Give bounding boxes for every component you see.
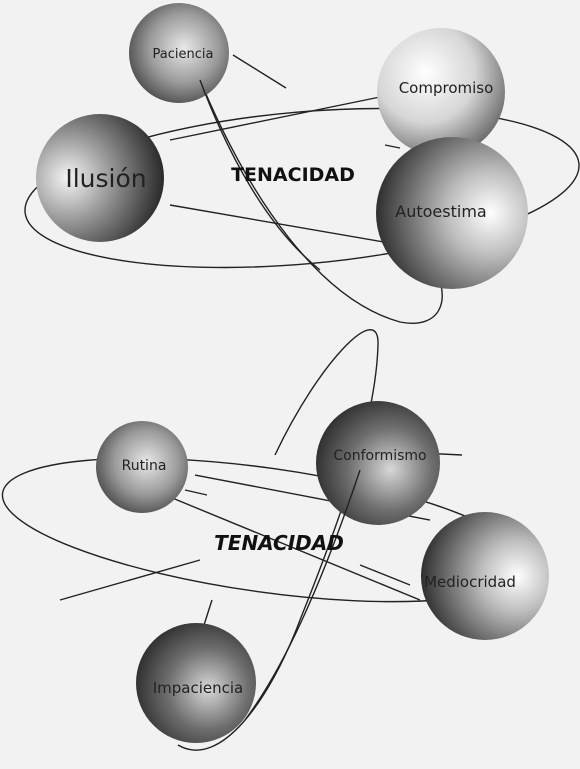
bottom-orbit-loop-overlay xyxy=(244,469,361,721)
top-orbit-curve-overlay xyxy=(199,79,321,271)
connector-line xyxy=(184,489,208,496)
sphere-compromiso: Compromiso xyxy=(377,28,505,156)
sphere-mediocridad: Mediocridad xyxy=(421,512,549,640)
connector-line xyxy=(232,54,287,89)
connector-line xyxy=(59,559,201,601)
connector-line xyxy=(384,144,401,149)
connector-line xyxy=(203,599,213,626)
top-diagram: Paciencia Compromiso Ilusión Autoestima … xyxy=(24,3,580,324)
sphere-rutina: Rutina xyxy=(96,421,188,513)
center-label: TENACIDAD xyxy=(214,531,344,555)
bottom-diagram: Rutina Conformismo Mediocridad Impacienc… xyxy=(1,329,549,751)
sphere-impaciencia: Impaciencia xyxy=(136,623,256,743)
sphere-conformismo: Conformismo xyxy=(316,401,440,525)
sphere-label: Mediocridad xyxy=(424,573,516,591)
sphere-label: Impaciencia xyxy=(153,679,244,697)
sphere-label: Conformismo xyxy=(333,448,426,464)
sphere-label: Rutina xyxy=(122,458,167,474)
sphere-label: Paciencia xyxy=(153,47,214,62)
sphere-label: Ilusión xyxy=(65,164,146,193)
sphere-label: Compromiso xyxy=(399,79,494,97)
sphere-autoestima: Autoestima xyxy=(376,137,528,289)
connector-line xyxy=(359,564,411,586)
top-orbit-ellipse xyxy=(24,107,580,269)
connector-line xyxy=(169,96,381,141)
center-label: TENACIDAD xyxy=(231,164,355,186)
sphere-label: Autoestima xyxy=(395,202,486,221)
top-orbit-curve xyxy=(199,79,443,324)
sphere-ilusion: Ilusión xyxy=(36,114,164,242)
connector-line xyxy=(164,494,421,601)
sphere-paciencia: Paciencia xyxy=(129,3,229,103)
